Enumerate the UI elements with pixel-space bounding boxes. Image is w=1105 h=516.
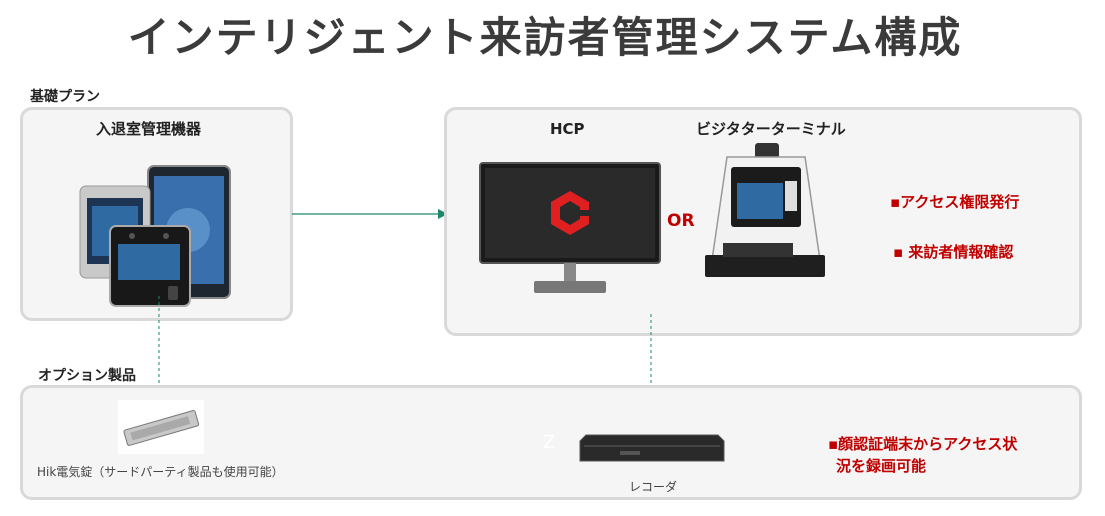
- face-terminals-image: [80, 160, 235, 310]
- stray-z-mark: Z: [543, 432, 555, 453]
- visitor-terminal-image: [705, 143, 825, 293]
- or-label: OR: [667, 211, 695, 231]
- connection-arrow: [292, 206, 452, 222]
- recorder-caption: レコーダ: [629, 478, 677, 495]
- page-title: インテリジェント来訪者管理システム構成: [0, 4, 1090, 65]
- visitor-terminal-label: ビジタターターミナル: [696, 118, 846, 139]
- hik-lock-caption: Hik電気錠（サードパーティ製品も使用可能）: [37, 463, 284, 480]
- connector-lock: [158, 296, 162, 396]
- hcp-label: HCP: [550, 120, 585, 138]
- basic-plan-label: 基礎プラン: [30, 86, 100, 106]
- access-box-title: 入退室管理機器: [96, 118, 201, 139]
- options-label: オプション製品: [38, 365, 136, 385]
- feature-recording-line2: 況を録画可能: [836, 455, 926, 476]
- recorder-image: [580, 435, 724, 463]
- electric-lock-image: [118, 400, 204, 454]
- feature-visitor-info: ▪ 来訪者情報確認: [893, 241, 1013, 262]
- feature-access-permission: ▪アクセス権限発行: [890, 191, 1019, 212]
- hcp-monitor-image: [480, 163, 662, 297]
- feature-recording-line1: ▪顔認証端末からアクセス状: [828, 433, 1017, 454]
